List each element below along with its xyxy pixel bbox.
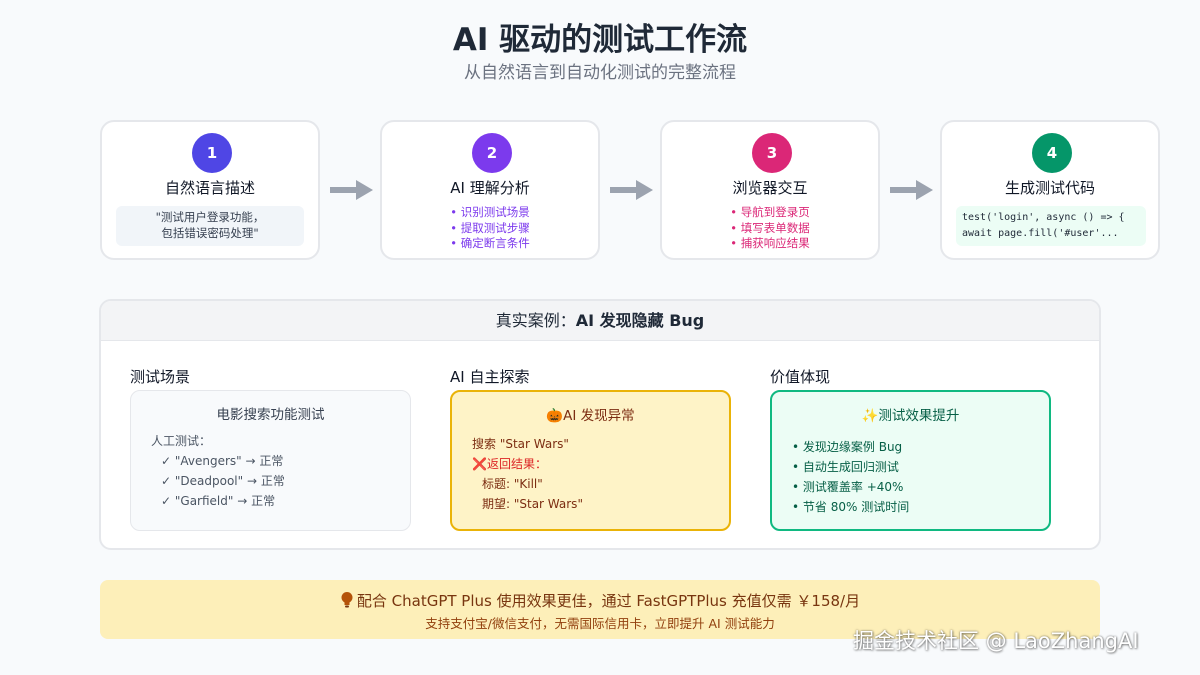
case-study-header: 真实案例：AI 发现隐藏 Bug [101, 301, 1099, 341]
step-card-generate-code: 4 生成测试代码 test('login', async () => { awa… [940, 120, 1160, 260]
step-title: AI 理解分析 [450, 179, 530, 197]
ai-expect-line: 期望: "Star Wars" [482, 497, 583, 511]
step-card-natural-language: 1 自然语言描述 "测试用户登录功能， 包括错误密码处理" [100, 120, 320, 260]
scenario-line: ✓ "Deadpool" → 正常 [161, 474, 285, 488]
step-title: 浏览器交互 [732, 179, 808, 197]
step-number-badge: 2 [472, 133, 512, 173]
flow-arrow-icon [610, 180, 653, 200]
step-title: 自然语言描述 [164, 179, 255, 197]
ai-explore-card: 🎃AI 发现异常 搜索 "Star Wars" ❌返回结果： 标题: "Kill… [450, 390, 731, 531]
watermark: 掘金技术社区 @ LaoZhangAI [853, 629, 1139, 653]
flow-arrow-icon [890, 180, 933, 200]
ai-card-lines: 搜索 "Star Wars" ❌返回结果： 标题: "Kill" 期望: "St… [472, 434, 583, 514]
quote-line: 包括错误密码处理" [161, 226, 259, 240]
bullet-item: • 提取测试步骤 [450, 220, 530, 235]
bullet-item: • 导航到登录页 [730, 205, 810, 219]
cross-icon: ❌ [472, 457, 487, 471]
scenario-card-title: 电影搜索功能测试 [216, 407, 325, 423]
step-title: 生成测试代码 [1004, 179, 1095, 197]
value-label: 价值体现 [770, 368, 831, 386]
code-line: test('login', async () => { [962, 212, 1125, 223]
code-snippet: test('login', async () => { await page.f… [956, 206, 1146, 246]
code-line: await page.fill('#user'... [962, 227, 1119, 239]
banner-main-row: 配合 ChatGPT Plus 使用效果更佳，通过 FastGPTPlus 充值… [100, 590, 1100, 611]
value-card-title: 测试效果提升 [878, 408, 960, 424]
ai-result-row: ❌返回结果： [472, 454, 583, 474]
bullet-item: • 填写表单数据 [730, 220, 810, 235]
step-card-browser-interaction: 3 浏览器交互 • 导航到登录页 • 填写表单数据 • 捕获响应结果 [660, 120, 880, 260]
case-study-header-prefix: 真实案例： [495, 311, 576, 330]
ai-explore-label: AI 自主探索 [450, 368, 530, 386]
scenario-line: ✓ "Avengers" → 正常 [161, 454, 284, 468]
ai-card-title: AI 发现异常 [563, 408, 635, 424]
step-bullet-list: • 导航到登录页 • 填写表单数据 • 捕获响应结果 [662, 205, 878, 252]
lightbulb-icon [341, 592, 353, 608]
scenario-card: 电影搜索功能测试 人工测试： ✓ "Avengers" → 正常 ✓ "Dead… [130, 390, 411, 531]
scenario-lines: 人工测试： ✓ "Avengers" → 正常 ✓ "Deadpool" → 正… [151, 431, 285, 511]
value-line: • 自动生成回归测试 [792, 460, 899, 474]
ai-card-title-row: 🎃AI 发现异常 [452, 404, 729, 424]
step-card-ai-analysis: 2 AI 理解分析 • 识别测试场景 • 提取测试步骤 • 确定断言条件 [380, 120, 600, 260]
bullet-item: • 确定断言条件 [450, 236, 530, 251]
ai-title-line: 标题: "Kill" [482, 477, 543, 491]
value-card: ✨测试效果提升 • 发现边缘案例 Bug • 自动生成回归测试 • 测试覆盖率 … [770, 390, 1051, 531]
case-study-header-title: AI 发现隐藏 Bug [575, 311, 705, 330]
value-card-title-row: ✨测试效果提升 [772, 404, 1049, 424]
value-line: • 节省 80% 测试时间 [792, 500, 910, 514]
page-title: AI 驱动的测试工作流 [452, 22, 748, 58]
banner-main-text: 配合 ChatGPT Plus 使用效果更佳，通过 FastGPTPlus 充值… [356, 592, 861, 610]
quote-line: "测试用户登录功能， [155, 210, 265, 225]
quote-box: "测试用户登录功能， 包括错误密码处理" [116, 206, 304, 246]
bullet-item: • 捕获响应结果 [730, 236, 810, 251]
promo-banner: 配合 ChatGPT Plus 使用效果更佳，通过 FastGPTPlus 充值… [100, 580, 1100, 639]
value-line: • 测试覆盖率 +40% [792, 480, 904, 494]
step-number-badge: 3 [752, 133, 792, 173]
scenario-line: 人工测试： [151, 434, 212, 448]
bullet-item: • 识别测试场景 [450, 205, 530, 219]
scenario-label: 测试场景 [130, 368, 191, 386]
sparkle-icon: ✨ [861, 408, 879, 424]
page-subtitle: 从自然语言到自动化测试的完整流程 [464, 63, 736, 83]
case-study-panel: 真实案例：AI 发现隐藏 Bug 测试场景 AI 自主探索 价值体现 电影搜索功… [99, 299, 1101, 550]
step-number-badge: 1 [192, 133, 232, 173]
step-number-badge: 4 [1032, 133, 1072, 173]
scenario-line: ✓ "Garfield" → 正常 [161, 494, 276, 508]
value-line: • 发现边缘案例 Bug [792, 440, 903, 454]
pumpkin-icon: 🎃 [546, 408, 564, 424]
banner-sub-text: 支持支付宝/微信支付，无需国际信用卡，立即提升 AI 测试能力 [425, 616, 775, 631]
ai-result-label: 返回结果： [486, 457, 547, 471]
flow-arrow-icon [330, 180, 373, 200]
value-lines: • 发现边缘案例 Bug • 自动生成回归测试 • 测试覆盖率 +40% • 节… [792, 437, 909, 517]
step-bullet-list: • 识别测试场景 • 提取测试步骤 • 确定断言条件 [382, 205, 598, 252]
ai-search-line: 搜索 "Star Wars" [472, 437, 569, 451]
